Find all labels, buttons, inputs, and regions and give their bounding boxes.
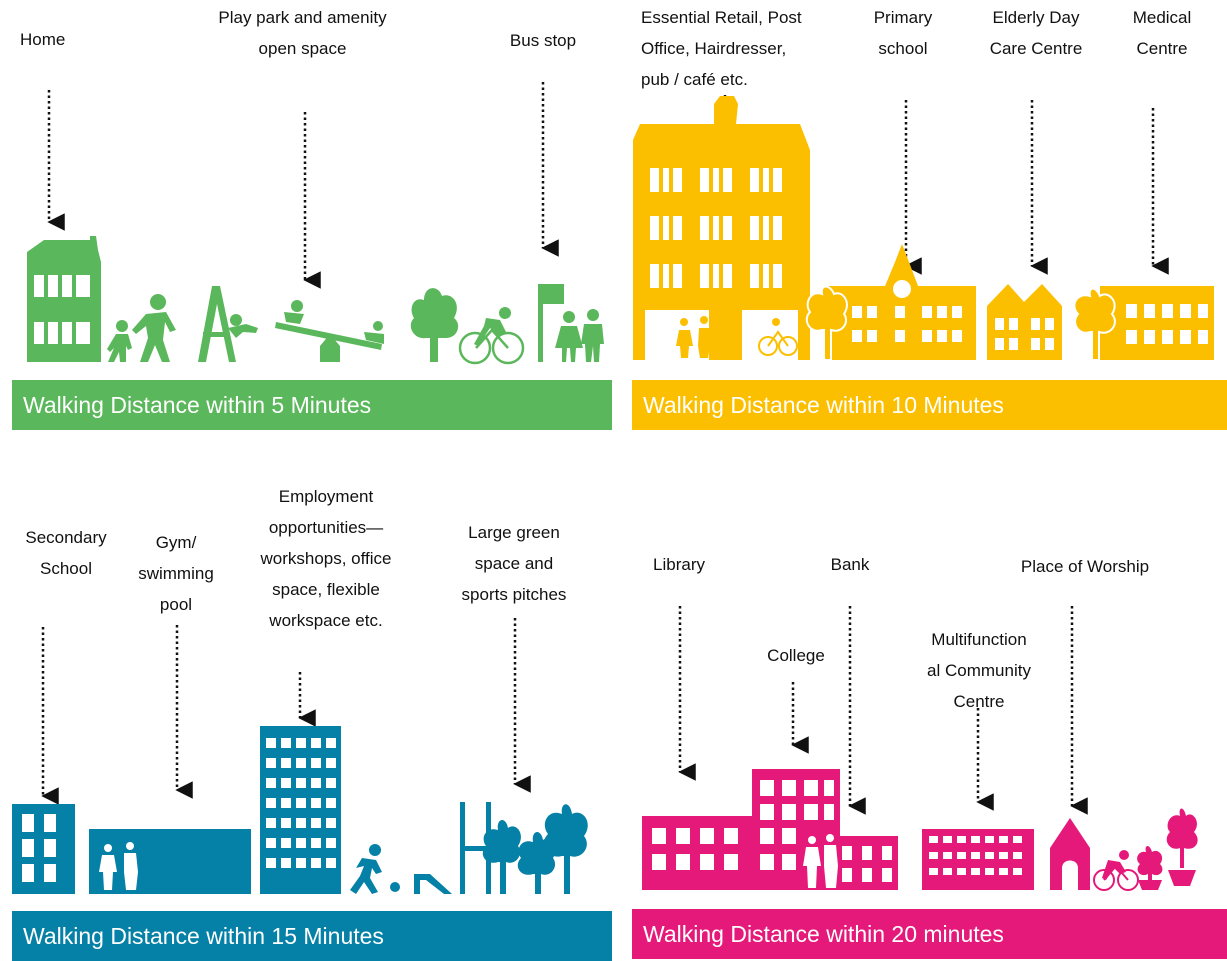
band-15-minutes: Walking Distance within 15 Minutes [12,911,612,961]
label-employment: Employment opportunities— workshops, off… [260,487,392,630]
primary-school-icon [805,244,976,361]
label-library: Library [653,555,705,574]
label-community-centre: Multifunction al Community Centre [927,630,1031,711]
label-gym-pool: Gym/ swimming pool [138,533,214,614]
college-library-bank-icon [642,769,898,890]
label-college: College [767,646,825,665]
home-icon [27,236,101,362]
community-centre-icon [922,829,1034,890]
label-place-of-worship: Place of Worship [1020,557,1150,576]
scene-20-minutes [642,769,1198,891]
label-home: Home [20,30,66,49]
band-20-minutes: Walking Distance within 20 minutes [632,909,1227,959]
label-medical-centre: Medical Centre [1132,8,1192,58]
pointer-arrows [41,82,1169,815]
football-player-icon [350,844,400,894]
elderly-day-care-icon [987,284,1062,360]
scene-15-minutes [12,726,588,894]
label-bus-stop: Bus stop [509,31,577,50]
medical-centre-icon [1073,286,1214,361]
label-elderly-day-care: Elderly Day Care Centre [989,8,1083,58]
scene-5-minutes [27,236,604,365]
label-green-space: Large green space and sports pitches [461,523,567,604]
retail-building-icon [633,96,810,360]
swing-icon [198,286,258,362]
place-of-worship-icon [1050,818,1090,890]
label-primary-school: Primary school [873,8,933,58]
office-tower-icon [260,726,341,894]
trees-icon [482,804,588,894]
tree-icon [410,288,459,362]
walking-family-icon [107,294,176,362]
scene-10-minutes [633,96,1214,361]
label-play-park: Play park and amenity open space [218,8,387,58]
bus-stop-sign-icon [538,284,564,362]
label-essential-retail: Essential Retail, Post Office, Hairdress… [641,8,802,89]
people-pair-icon [555,309,604,362]
band-5-minutes: Walking Distance within 5 Minutes [12,380,612,430]
secondary-school-icon [12,804,75,894]
label-bank: Bank [830,555,870,574]
band-10-minutes: Walking Distance within 10 Minutes [632,380,1227,430]
cyclist-icon-20 [1093,850,1139,891]
playground-slide-icon [414,802,491,894]
seesaw-icon [275,300,384,362]
cyclist-icon [458,307,525,365]
planters-icon [1137,808,1198,890]
label-secondary-school: Secondary School [25,528,107,578]
gym-pool-icon [89,829,251,894]
